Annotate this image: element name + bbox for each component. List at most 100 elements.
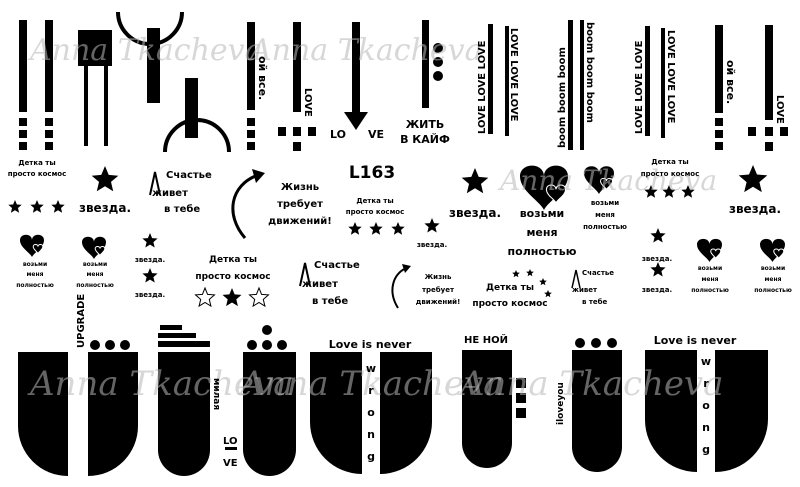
rocket-icon bbox=[149, 171, 161, 196]
stripe bbox=[104, 66, 108, 146]
dash bbox=[19, 118, 27, 126]
wrong-letter: o bbox=[702, 399, 710, 412]
love-text: LOVE bbox=[302, 88, 313, 117]
sticker-schastye: Счастье живет в тебе bbox=[572, 269, 614, 306]
star-icon bbox=[369, 222, 383, 235]
stripe bbox=[422, 20, 429, 108]
decor-shapes bbox=[19, 11, 773, 450]
star-icon bbox=[644, 185, 658, 198]
stripe bbox=[147, 28, 160, 103]
dash bbox=[247, 118, 255, 126]
vozmi-line3: полностью bbox=[508, 245, 577, 258]
upgrade-text: UPGRADE bbox=[76, 294, 87, 348]
sticker-vozmi: возьми меня полностью bbox=[583, 199, 627, 231]
wrong-letter: r bbox=[368, 384, 374, 397]
schastye-line3: в тебе bbox=[582, 298, 608, 306]
vozmi-line3: полностью bbox=[16, 282, 54, 289]
iloveyou-text: iloveyou bbox=[556, 382, 566, 425]
stripe bbox=[185, 78, 198, 138]
nail-shape bbox=[572, 350, 622, 472]
arrow-head-icon bbox=[402, 264, 411, 273]
heart-icon bbox=[760, 238, 785, 262]
vozmi-line2: меня bbox=[526, 226, 557, 239]
ve-text: VE bbox=[223, 458, 238, 469]
lo-text: LO bbox=[330, 128, 346, 141]
watermark: Anna Tkacheva bbox=[27, 33, 263, 68]
dot bbox=[433, 57, 443, 67]
sheet-code: L163 bbox=[349, 163, 395, 183]
square bbox=[293, 142, 301, 151]
square-block bbox=[78, 30, 112, 66]
star-icon bbox=[544, 290, 552, 298]
stripe bbox=[293, 22, 301, 112]
star-icon bbox=[512, 270, 520, 278]
stripe bbox=[715, 25, 723, 113]
star-icon bbox=[51, 200, 65, 213]
v-kaif-text: В КАЙФ bbox=[400, 133, 450, 146]
star-icon bbox=[8, 200, 22, 213]
wrong-letter: o bbox=[367, 406, 375, 419]
schastye-line3: в тебе bbox=[164, 203, 200, 215]
zvezda-text: звезда. bbox=[417, 241, 447, 249]
lo-text: LO bbox=[223, 436, 238, 447]
square bbox=[780, 127, 788, 136]
nail-shape bbox=[158, 352, 210, 476]
schastye-line1: Счастье bbox=[314, 260, 360, 271]
vozmi-line1: возьми bbox=[83, 261, 107, 268]
stripe bbox=[84, 66, 88, 146]
ne-noi-text: НЕ НОЙ bbox=[464, 333, 508, 346]
arc bbox=[163, 118, 231, 153]
boom-boom-boom-text: boom boom boom bbox=[584, 22, 595, 123]
dash bbox=[715, 130, 723, 138]
vozmi-line1: возьми bbox=[698, 265, 722, 272]
boom-boom-boom-text: boom boom boom bbox=[557, 47, 568, 148]
vozmi-line1: возьми bbox=[761, 265, 785, 272]
schastye-line3: в тебе bbox=[312, 295, 348, 307]
detka-line1: Детка ты bbox=[209, 255, 257, 265]
love-love-love-text: LOVE LOVE LOVE bbox=[508, 28, 519, 122]
sticker-vozmi: возьми меня полностью bbox=[508, 207, 577, 258]
small-heart-icon bbox=[773, 248, 785, 260]
stripe bbox=[19, 20, 27, 112]
square bbox=[308, 127, 316, 136]
bar bbox=[160, 325, 182, 330]
love-love-love-text: LOVE LOVE LOVE bbox=[665, 30, 676, 124]
dot bbox=[262, 340, 272, 350]
bar bbox=[225, 447, 237, 450]
zhizn-line3: движений! bbox=[416, 298, 461, 306]
vozmi-line3: полностью bbox=[76, 282, 114, 289]
star-icon bbox=[526, 269, 534, 277]
sticker-schastye: Счастье живет в тебе bbox=[302, 260, 360, 307]
stripe bbox=[645, 26, 650, 136]
dot bbox=[575, 338, 585, 348]
detka-line2: просто космос bbox=[195, 272, 270, 282]
schastye-line1: Счастье bbox=[582, 269, 614, 277]
heart-icon bbox=[520, 165, 568, 210]
square bbox=[765, 127, 773, 136]
dash bbox=[45, 142, 53, 150]
zvezda-text: звезда. bbox=[729, 202, 781, 216]
star-icon bbox=[142, 268, 158, 283]
zvezda-text: звезда. bbox=[79, 201, 131, 215]
love-is-never-text: Love is never bbox=[329, 338, 412, 351]
sticker-vozmi: возьми меня полностью bbox=[16, 261, 54, 289]
generated-marks bbox=[8, 118, 788, 477]
star-icon bbox=[142, 233, 158, 248]
arrow-shaft bbox=[352, 22, 360, 114]
dot bbox=[607, 338, 617, 348]
dash bbox=[247, 142, 255, 150]
square bbox=[516, 408, 526, 418]
heart-icon bbox=[20, 234, 44, 257]
stripe bbox=[247, 22, 255, 110]
curved-arrow-icon bbox=[391, 267, 407, 309]
wrong-letter: w bbox=[701, 355, 711, 368]
small-heart-icon bbox=[710, 248, 722, 260]
vozmi-line1: возьми bbox=[520, 207, 565, 220]
star-icon bbox=[391, 222, 405, 235]
small-heart-icon bbox=[94, 246, 106, 257]
zvezda-text: звезда. bbox=[135, 291, 165, 299]
detka-line2: просто космос bbox=[472, 299, 547, 309]
dash bbox=[45, 118, 53, 126]
